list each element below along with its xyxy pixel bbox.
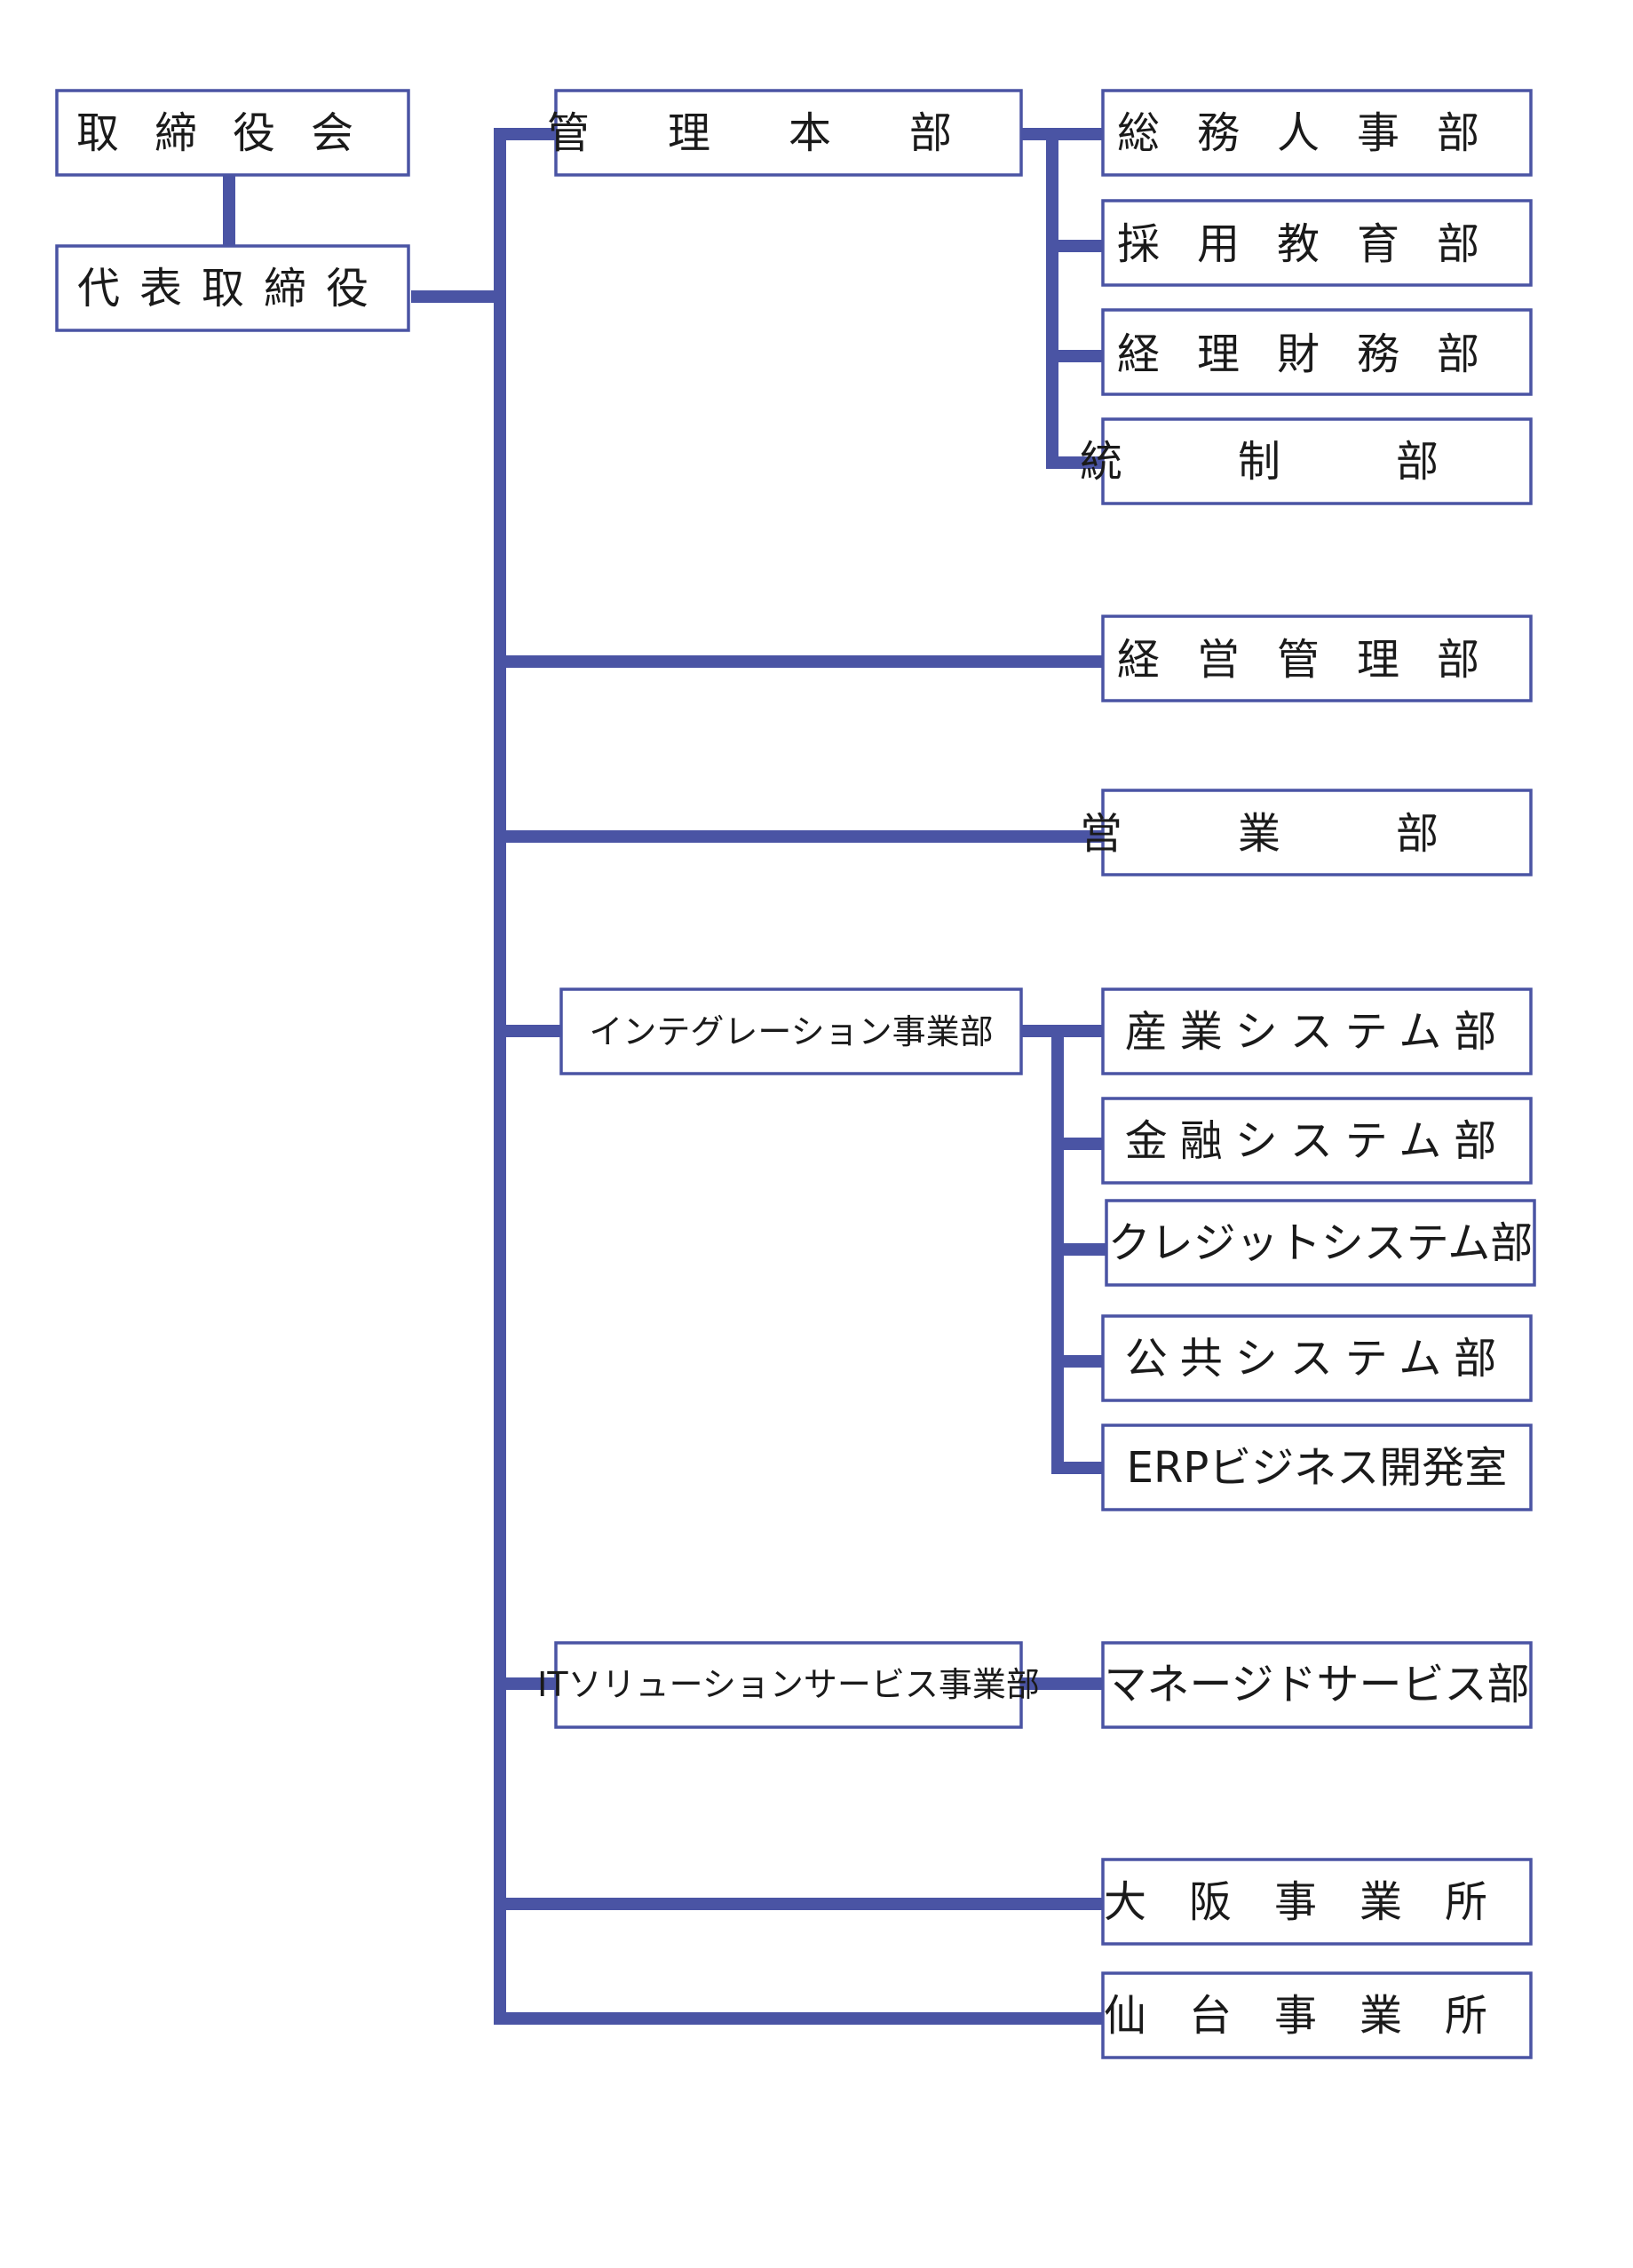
main-spine (494, 128, 506, 2025)
connector-mgmt-admin (494, 655, 1103, 668)
connector-board-president (223, 175, 235, 246)
connector-control (1046, 456, 1103, 469)
node-managed-label: マネージドサービス部 (1104, 1660, 1529, 1709)
node-admin-hq-label: 管理本部 (547, 108, 1030, 158)
connector-osaka (494, 1898, 1103, 1910)
node-recruit-edu: 採用教育部 (1101, 199, 1533, 287)
node-mgmt-admin-label: 経営管理部 (1117, 635, 1517, 685)
node-general-affairs: 総務人事部 (1101, 89, 1533, 177)
node-financial-label: 金融システム部 (1125, 1116, 1510, 1166)
connector-president-spine (411, 290, 500, 303)
connector-it-solution (494, 1677, 556, 1690)
connectors (223, 128, 1106, 2025)
node-industrial-label: 産業システム部 (1125, 1007, 1510, 1057)
node-it-solution: ITソリューションサービス事業部 (537, 1641, 1040, 1729)
node-credit-label: クレジットシステム部 (1108, 1218, 1534, 1268)
connector-spine-admin (494, 128, 556, 140)
connector-industrial (1051, 1025, 1103, 1037)
node-erp: ERPビジネス開発室 (1101, 1423, 1533, 1511)
connector-financial (1051, 1138, 1103, 1150)
node-financial: 金融システム部 (1101, 1097, 1533, 1185)
connector-general-affairs (1046, 128, 1103, 140)
node-control: 統制部 (1080, 417, 1554, 505)
node-mgmt-admin: 経営管理部 (1101, 615, 1533, 702)
node-recruit-edu-label: 採用教育部 (1117, 219, 1517, 269)
node-public: 公共システム部 (1101, 1314, 1533, 1402)
admin-subspine (1046, 128, 1058, 469)
node-credit: クレジットシステム部 (1105, 1199, 1536, 1287)
node-control-label: 統制部 (1080, 437, 1554, 487)
node-accounting-label: 経理財務部 (1117, 329, 1517, 379)
connector-public (1051, 1355, 1103, 1368)
node-industrial: 産業システム部 (1101, 987, 1533, 1075)
node-erp-label: ERPビジネス開発室 (1127, 1443, 1508, 1493)
node-president: 代表取締役 (55, 244, 410, 332)
node-osaka: 大阪事業所 (1101, 1858, 1533, 1946)
node-admin-hq: 管理本部 (547, 89, 1030, 177)
node-sales: 営業部 (1080, 789, 1554, 876)
connector-recruit-edu (1046, 240, 1103, 252)
node-managed: マネージドサービス部 (1101, 1641, 1533, 1729)
node-sales-label: 営業部 (1080, 809, 1554, 859)
node-president-label: 代表取締役 (77, 264, 388, 313)
connector-credit (1051, 1243, 1106, 1256)
node-accounting: 経理財務部 (1101, 308, 1533, 396)
connector-it-managed (1021, 1677, 1103, 1690)
node-integration-label: インテグレーション事業部 (589, 1012, 993, 1051)
node-osaka-label: 大阪事業所 (1104, 1877, 1530, 1927)
node-it-solution-label: ITソリューションサービス事業部 (537, 1665, 1040, 1704)
node-general-affairs-label: 総務人事部 (1117, 108, 1517, 158)
node-integration: インテグレーション事業部 (559, 987, 1023, 1075)
connector-accounting (1046, 350, 1103, 362)
node-public-label: 公共システム部 (1125, 1334, 1510, 1384)
connector-erp (1051, 1462, 1103, 1474)
connector-sales (494, 830, 1103, 843)
node-board-label: 取締役会 (76, 108, 389, 158)
connector-integration (494, 1025, 561, 1037)
node-sendai: 仙台事業所 (1101, 1971, 1533, 2059)
node-sendai-label: 仙台事業所 (1104, 1991, 1530, 2041)
node-board: 取締役会 (55, 89, 410, 177)
connector-sendai (494, 2012, 1103, 2025)
